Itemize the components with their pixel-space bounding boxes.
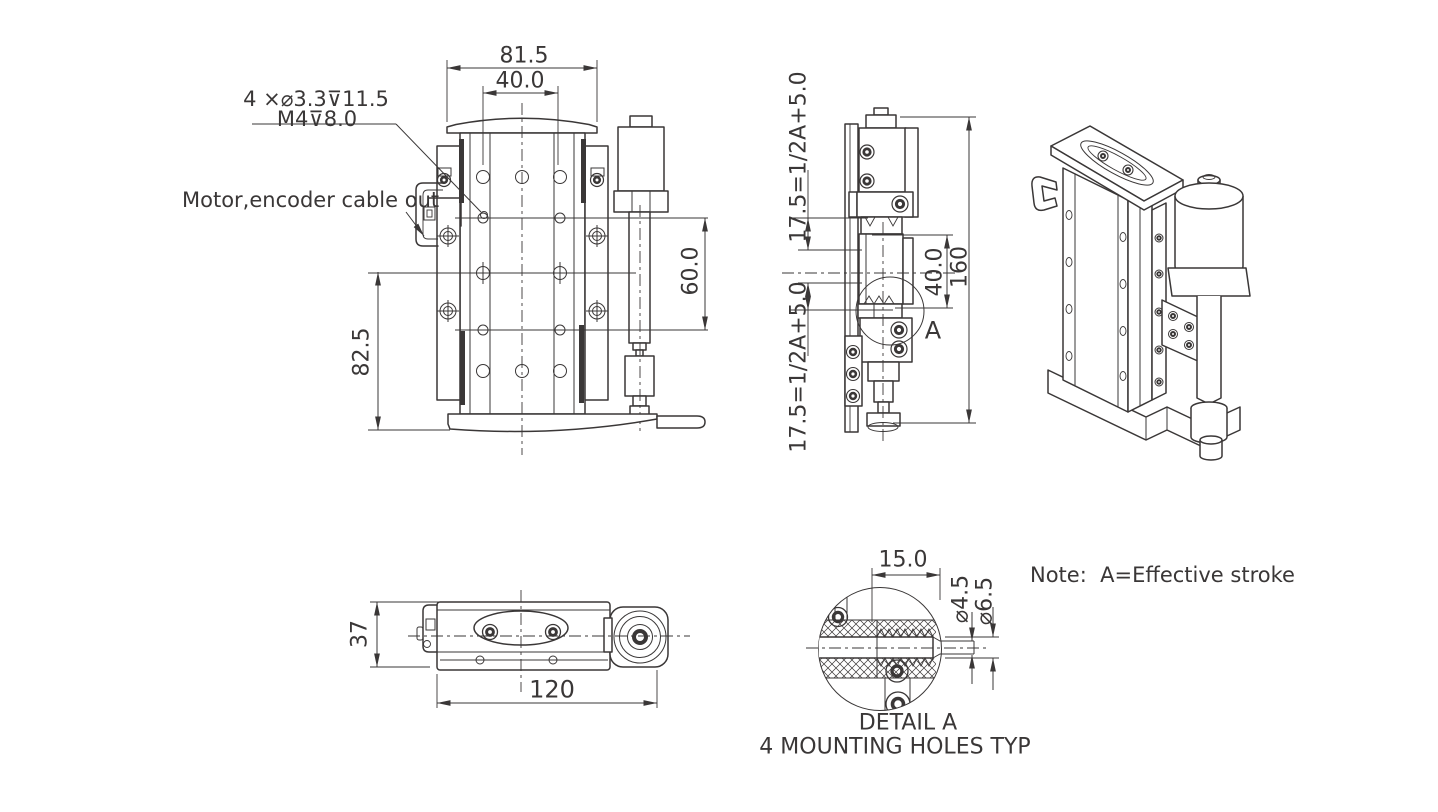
cable-callout: Motor,encoder cable out xyxy=(182,187,440,212)
dim-detail-dia-small: ⌀4.5 xyxy=(948,574,974,624)
detail-caption-title: DETAIL A xyxy=(858,710,958,736)
dim-plan-width: 120 xyxy=(529,675,575,704)
side-view xyxy=(782,107,976,442)
detail-a-view xyxy=(806,568,999,711)
detail-caption-subtitle: 4 MOUNTING HOLES TYP xyxy=(759,734,1031,760)
dim-plan-depth: 37 xyxy=(347,620,373,648)
detail-marker-label: A xyxy=(924,316,942,345)
dim-front-height-right: 60.0 xyxy=(678,246,704,296)
effective-stroke-note: Note: A=Effective stroke xyxy=(1030,562,1295,587)
dim-side-stroke-bottom: 17.5=1/2A+5.0 xyxy=(786,281,812,453)
dim-side-mid: 40.0 xyxy=(922,247,948,297)
dim-side-stroke-top: 17.5=1/2A+5.0 xyxy=(786,71,812,243)
dim-front-height-left: 82.5 xyxy=(349,327,375,377)
dim-detail-width: 15.0 xyxy=(878,547,928,573)
isometric-view xyxy=(1031,125,1251,461)
holes-callout-line2: M4⊽8.0 xyxy=(276,106,358,131)
dim-front-width-inner: 40.0 xyxy=(495,68,545,94)
front-view xyxy=(252,60,708,455)
holes-callout-line1: 4 ×⌀3.3⊽11.5 xyxy=(243,86,389,111)
dim-front-width-outer: 81.5 xyxy=(499,43,549,69)
plan-view xyxy=(370,590,690,708)
dim-side-overall: 160 xyxy=(947,246,973,288)
dim-detail-dia-large: ⌀6.5 xyxy=(972,576,998,626)
